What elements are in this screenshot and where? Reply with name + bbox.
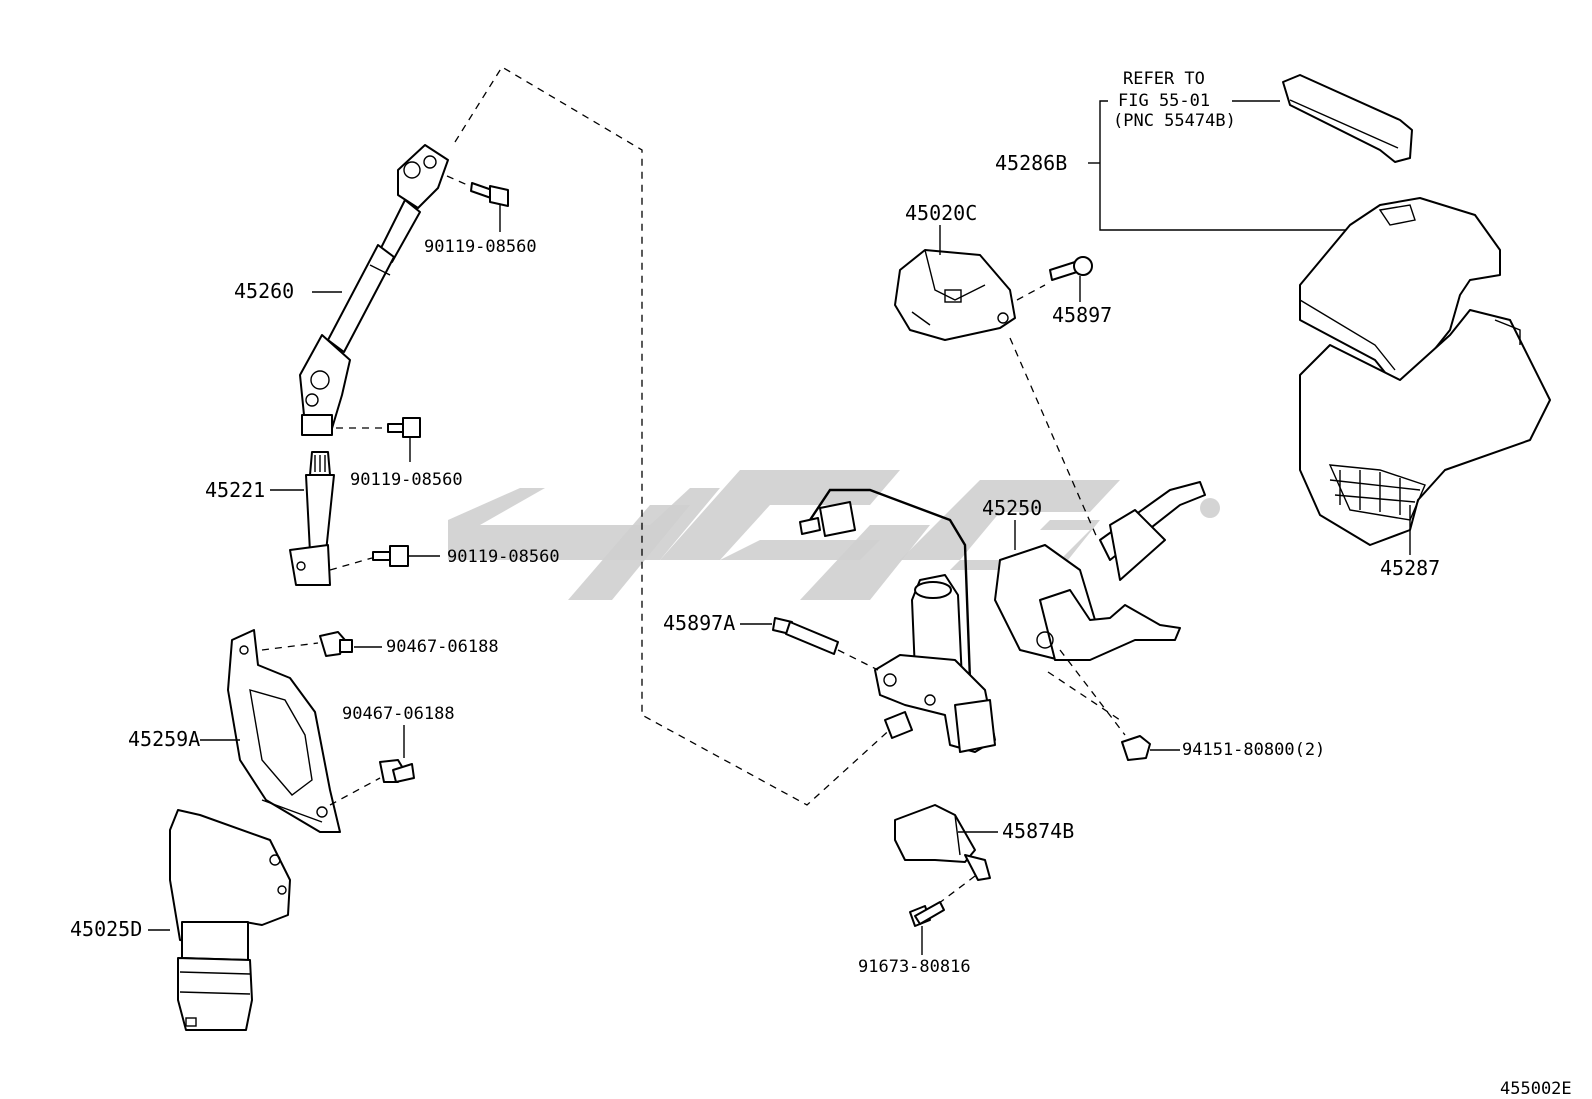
nut-dash-b <box>1047 671 1121 721</box>
nut-dash-a <box>1059 649 1126 736</box>
label-clip-lower: 90467-06188 <box>342 704 455 724</box>
label-45260: 45260 <box>234 279 294 303</box>
screw-45897 <box>1049 256 1093 281</box>
hole-cover-45259A <box>227 629 341 833</box>
bolt-upper-dash <box>446 175 473 188</box>
bracket-45286B-line <box>1099 100 1365 231</box>
label-45897A: 45897A <box>663 611 735 635</box>
bolt-upper <box>470 182 509 207</box>
label-bolt-upper: 90119-08560 <box>424 237 537 257</box>
lower-cover-45287 <box>1299 309 1551 546</box>
intermediate-shaft-45260 <box>299 144 449 436</box>
nut-94151 <box>1121 735 1151 761</box>
housing-dash <box>1009 337 1099 541</box>
trim-piece-55474B <box>1282 74 1413 163</box>
boot-45025D <box>169 809 291 1031</box>
bolt-45897A-dash <box>837 649 879 671</box>
figure-code: 455002E <box>1500 1079 1572 1099</box>
label-45259A: 45259A <box>128 727 200 751</box>
column-shaft-45221 <box>289 451 335 586</box>
label-45250: 45250 <box>982 496 1042 520</box>
label-45025D: 45025D <box>70 917 142 941</box>
refer-line-2: FIG 55-01 <box>1118 91 1210 111</box>
bolt-lower-dash <box>329 557 373 571</box>
label-bolt-middle: 90119-08560 <box>350 470 463 490</box>
bolt-middle <box>387 417 421 438</box>
steering-column-45250 <box>799 481 1206 753</box>
clip-upper-dash <box>261 642 319 651</box>
label-45221: 45221 <box>205 478 265 502</box>
label-clip-upper: 90467-06188 <box>386 637 499 657</box>
assembly-boundary-line <box>454 66 896 806</box>
clip-lower <box>379 759 415 783</box>
label-bolt-lower: 90119-08560 <box>447 547 560 567</box>
bolt-lower <box>372 545 409 567</box>
refer-line-3: (PNC 55474B) <box>1113 111 1236 131</box>
label-94151: 94151-80800(2) <box>1182 740 1325 760</box>
label-45286B: 45286B <box>995 151 1067 175</box>
screw-45897-dash <box>1016 284 1046 301</box>
refer-line-1: REFER TO <box>1123 69 1205 89</box>
screw-91673 <box>909 901 945 927</box>
label-45874B: 45874B <box>1002 819 1074 843</box>
label-91673: 91673-80816 <box>858 957 971 977</box>
bolt-45897A <box>772 617 839 655</box>
label-45287: 45287 <box>1380 556 1440 580</box>
upper-cover-45286B <box>1299 197 1501 386</box>
clip-lower-dash <box>329 777 381 806</box>
label-45020C: 45020C <box>905 201 977 225</box>
bracket-45874B <box>894 804 991 881</box>
label-45897: 45897 <box>1052 303 1112 327</box>
clip-upper <box>319 631 353 657</box>
bracket-dash <box>929 875 976 911</box>
lock-housing-45020C <box>894 249 1016 341</box>
